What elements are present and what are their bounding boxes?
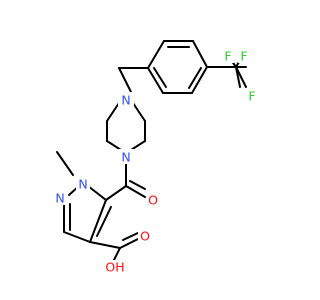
double-bond <box>129 180 146 190</box>
label-bg <box>246 89 258 103</box>
double-bond <box>188 67 202 89</box>
label-bg <box>138 228 152 243</box>
acid-carbonyl-oxygen: O <box>140 229 150 244</box>
bond <box>125 185 146 198</box>
bond <box>89 199 107 243</box>
fluorine-top-left: F <box>224 49 231 64</box>
bond <box>192 40 208 68</box>
bond <box>118 67 132 93</box>
acid-hydroxyl: OH <box>105 260 124 275</box>
bond <box>105 185 127 201</box>
fluorine-top-right: F <box>240 49 247 64</box>
piperazine-nitrogen-top: N <box>121 93 130 108</box>
bond <box>130 140 146 151</box>
label-bg <box>118 149 134 164</box>
label-bg <box>104 260 126 275</box>
label-bg <box>146 192 160 207</box>
double-bond <box>96 206 112 237</box>
label-bg <box>53 190 67 205</box>
bond <box>147 67 164 94</box>
bond <box>89 241 121 249</box>
label-bg <box>238 49 250 63</box>
bond <box>87 185 107 201</box>
bond <box>147 40 165 69</box>
bond <box>63 231 91 243</box>
bond <box>112 247 121 263</box>
label-bg <box>118 92 134 107</box>
double-bond <box>153 67 167 88</box>
piperazine-nitrogen-bottom: N <box>121 150 130 165</box>
bond <box>106 140 122 151</box>
carbonyl-oxygen: O <box>148 193 158 208</box>
structure-drawing: N N O N N O OH F F F <box>53 40 258 275</box>
label-bg <box>222 49 234 63</box>
bond <box>119 237 141 249</box>
double-bond <box>122 231 141 241</box>
pyrazole-n-methyl: N <box>78 177 87 192</box>
bond <box>191 66 208 94</box>
pyrazole-n2: N <box>55 191 64 206</box>
molecule-canvas: N N O N N O OH F F F <box>53 40 258 275</box>
fluorine-right: F <box>248 89 255 104</box>
bond <box>56 151 74 176</box>
bond <box>235 66 247 88</box>
label-bg <box>76 177 90 192</box>
